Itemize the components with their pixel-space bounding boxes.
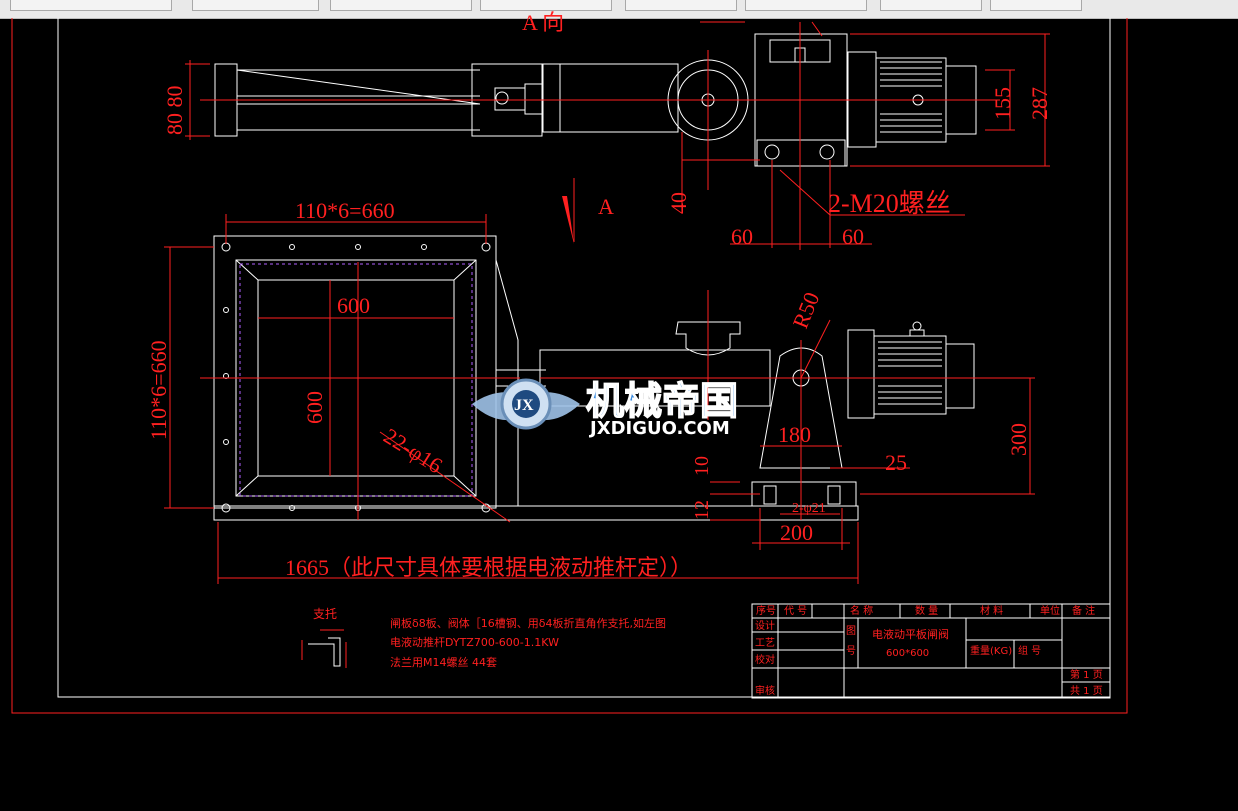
- tb-part-name: 电液动平板闸阀: [872, 627, 949, 641]
- toolbar-button[interactable]: [10, 0, 172, 11]
- toolbar-button[interactable]: [192, 0, 319, 11]
- tb-col-seq: 序号: [756, 604, 776, 617]
- tb-sheet-total: 共 1 页: [1070, 685, 1103, 697]
- dim-300: 300: [1006, 423, 1031, 456]
- bolt-holes: [221, 242, 491, 513]
- tb-part-size: 600*600: [886, 648, 929, 659]
- tb-sheet-no: 第 1 页: [1070, 668, 1103, 681]
- support-detail: [308, 637, 341, 667]
- dim-287: 287: [1027, 87, 1052, 120]
- dim-60-left: 60: [731, 224, 753, 249]
- dim-80-80: 80 80: [162, 86, 187, 136]
- tb-col-unit: 单位: [1040, 604, 1060, 617]
- tb-process: 工艺: [755, 637, 775, 649]
- note-line-2: 电液动推杆DYTZ700-600-1.1KW: [390, 635, 559, 649]
- front-view: [213, 235, 975, 521]
- toolbar-button[interactable]: [330, 0, 472, 11]
- view-label-a-top: A 向: [522, 10, 564, 35]
- dim-200: 200: [780, 520, 813, 545]
- toolbar-button[interactable]: [990, 0, 1082, 11]
- tb-drawing-no-2: 号: [846, 645, 856, 657]
- watermark-logo: JX 机械帝国 JXDIGUO.COM: [472, 378, 739, 439]
- tb-col-material: 材 料: [980, 604, 1003, 617]
- watermark-brand-cn: 机械帝国: [586, 379, 738, 423]
- tb-drawing-no: 图: [846, 625, 856, 637]
- tb-col-remark: 备 注: [1072, 604, 1095, 617]
- tb-col-code: 代 号: [784, 605, 807, 617]
- support-title: 支托: [313, 607, 337, 621]
- toolbar-button[interactable]: [480, 0, 612, 11]
- tb-weight: 重量(KG): [970, 644, 1012, 657]
- dim-60-right: 60: [842, 224, 864, 249]
- front-view-dimensions: [164, 214, 1035, 584]
- dim-180: 180: [778, 422, 811, 447]
- dim-600-horizontal: 600: [337, 293, 370, 318]
- title-block-text: 序号 代 号 名 称 数 量 材 料 单位 备 注 设计 工艺 校对 审核 图 …: [755, 604, 1103, 697]
- top-view-dimensions: [185, 21, 1050, 250]
- support-dims: [301, 629, 347, 668]
- tb-col-qty: 数 量: [915, 604, 938, 617]
- dim-1665: 1665（此尺寸具体要根据电液动推杆定））: [285, 555, 692, 580]
- toolbar-strip: [0, 0, 1238, 19]
- tb-col-name: 名 称: [850, 604, 873, 617]
- note-line-3: 法兰用M14螺丝 44套: [390, 655, 497, 669]
- dim-110x6-left: 110*6=660: [146, 340, 171, 440]
- toolbar-button[interactable]: [880, 0, 982, 11]
- dim-155: 155: [990, 87, 1015, 120]
- section-label-a: A: [598, 194, 614, 219]
- dim-thread-m20: 2-M20螺丝: [828, 189, 951, 218]
- dim-600-vertical: 600: [302, 391, 327, 424]
- toolbar-button[interactable]: [625, 0, 737, 11]
- title-block: [751, 603, 1111, 699]
- dim-holes-21: 2-φ21: [792, 501, 826, 516]
- tb-design: 设计: [755, 619, 775, 632]
- section-arrow: [562, 178, 575, 244]
- watermark-emblem: JX: [514, 397, 534, 414]
- tb-group: 组 号: [1018, 644, 1041, 657]
- dim-r50: R50: [787, 288, 824, 331]
- dim-10: 10: [691, 456, 713, 476]
- tb-approve: 审核: [755, 684, 775, 697]
- dim-holes-22: 22-φ16: [379, 423, 447, 478]
- sheet-border: [11, 18, 1128, 714]
- dim-25: 25: [885, 450, 907, 475]
- note-line-1: 闸板δ8板、阀体［16槽钢、用δ4板折直角作支托,如左图: [390, 616, 666, 630]
- toolbar-button[interactable]: [745, 0, 867, 11]
- tb-check: 校对: [755, 653, 775, 666]
- dim-110x6-top: 110*6=660: [295, 198, 395, 223]
- watermark-brand-en: JXDIGUO.COM: [588, 418, 730, 439]
- hidden-edge: [239, 263, 473, 497]
- dim-12: 12: [691, 500, 713, 520]
- dim-40: 40: [666, 192, 691, 214]
